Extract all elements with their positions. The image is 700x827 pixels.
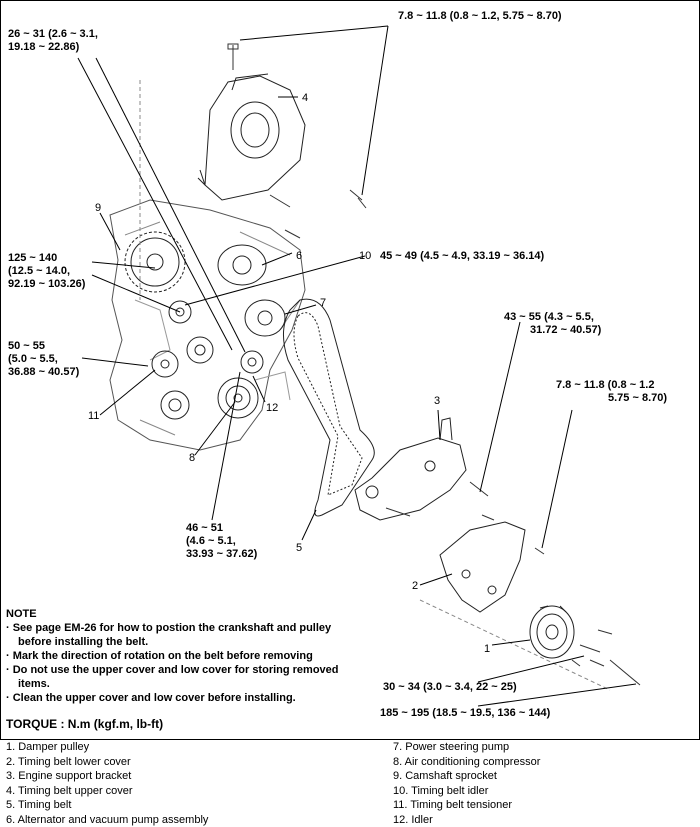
timing-belt-upper-cover: [198, 74, 305, 200]
part-number-8: 8: [189, 452, 195, 464]
camshaft-sprocket: [125, 232, 185, 292]
part-number-7: 7: [320, 297, 326, 309]
timing-belt-tensioner: [152, 351, 178, 377]
part-number-6: 6: [296, 250, 302, 262]
torque-callout-camshaft-sprocket: 125 ~ 140(12.5 ~ 14.0,92.19 ~ 103.26): [8, 252, 85, 291]
note-item: · Do not use the upper cover and low cov…: [6, 663, 366, 691]
part-number-12: 12: [266, 402, 278, 414]
note-title: NOTE: [6, 607, 366, 621]
part-number-1: 1: [484, 643, 490, 655]
note-item: · Clean the upper cover and low cover be…: [6, 691, 366, 705]
note-block: NOTE · See page EM-26 for how to postion…: [6, 607, 366, 705]
legend-item: 10. Timing belt idler: [393, 784, 540, 799]
torque-callout-idler: 45 ~ 49 (4.5 ~ 4.9, 33.19 ~ 36.14): [380, 250, 544, 263]
note-item: · Mark the direction of rotation on the …: [6, 649, 366, 663]
torque-callout-idler-12: 46 ~ 51(4.6 ~ 5.1,33.93 ~ 37.62): [186, 522, 257, 561]
torque-callout-crankshaft-bolt: 185 ~ 195 (18.5 ~ 19.5, 136 ~ 144): [380, 707, 550, 720]
legend-item: 11. Timing belt tensioner: [393, 798, 540, 813]
legend-item: 8. Air conditioning compressor: [393, 755, 540, 770]
damper-pulley: [530, 606, 574, 658]
legend-item: 3. Engine support bracket: [6, 769, 208, 784]
torque-callout-upper-cover-bolt: 26 ~ 31 (2.6 ~ 3.1,19.18 ~ 22.86): [8, 28, 98, 54]
part-number-11: 11: [88, 410, 99, 422]
part-number-5: 5: [296, 542, 302, 554]
part-number-3: 3: [434, 395, 440, 407]
power-steering-pump: [245, 300, 285, 336]
torque-callout-top-bolts: 7.8 ~ 11.8 (0.8 ~ 1.2, 5.75 ~ 8.70): [398, 10, 562, 23]
part-number-2: 2: [412, 580, 418, 592]
note-item: · See page EM-26 for how to postion the …: [6, 621, 366, 649]
engine-support-bracket: [355, 418, 466, 520]
part-number-10: 10: [359, 250, 371, 262]
part-number-4: 4: [302, 92, 308, 104]
crankshaft-sprocket: [187, 337, 213, 363]
part-number-9: 9: [95, 202, 101, 214]
torque-callout-support-bracket: 43 ~ 55 (4.3 ~ 5.5,31.72 ~ 40.57): [504, 311, 601, 337]
legend-item: 4. Timing belt upper cover: [6, 784, 208, 799]
timing-belt: [283, 299, 374, 516]
legend-item: 9. Camshaft sprocket: [393, 769, 540, 784]
idler-pulley: [241, 351, 263, 373]
alternator-vacuum-pump: [218, 245, 266, 285]
legend-item: 6. Alternator and vacuum pump assembly: [6, 813, 208, 827]
legend-item: 2. Timing belt lower cover: [6, 755, 208, 770]
legend-item: 5. Timing belt: [6, 798, 208, 813]
torque-callout-tensioner: 50 ~ 55(5.0 ~ 5.5,36.88 ~ 40.57): [8, 340, 79, 379]
air-conditioning-compressor: [161, 378, 258, 419]
legend-item: 12. Idler: [393, 813, 540, 827]
legend-left: 1. Damper pulley 2. Timing belt lower co…: [6, 740, 208, 827]
legend-right: 7. Power steering pump 8. Air conditioni…: [393, 740, 540, 827]
torque-unit-label: TORQUE : N.m (kgf.m, lb-ft): [6, 717, 163, 731]
legend-item: 1. Damper pulley: [6, 740, 208, 755]
legend-item: 7. Power steering pump: [393, 740, 540, 755]
timing-belt-lower-cover: [440, 522, 525, 612]
torque-callout-damper-pulley-bolts: 30 ~ 34 (3.0 ~ 3.4, 22 ~ 25): [383, 681, 517, 694]
